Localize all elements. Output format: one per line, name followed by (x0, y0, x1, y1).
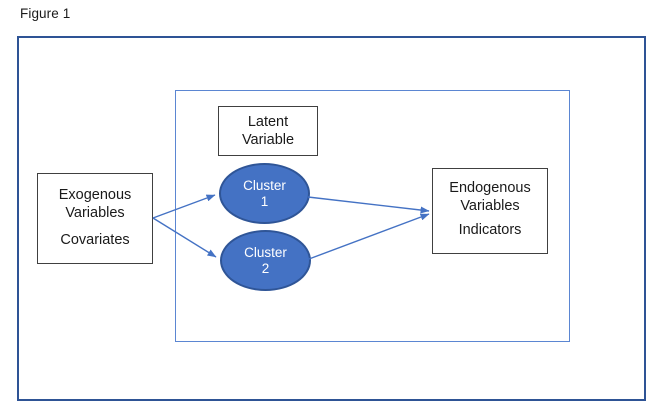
figure-label: Figure 1 (20, 6, 71, 21)
covariates-label: Covariates (60, 232, 130, 248)
outer-frame (17, 36, 646, 401)
cluster-2-name: Cluster (244, 244, 287, 260)
endogenous-variables-title: Endogenous Variables (449, 180, 531, 214)
latent-variable-box: Latent Variable (218, 106, 318, 156)
latent-variable-label: Latent Variable (241, 114, 295, 148)
indicators-label: Indicators (458, 222, 522, 238)
cluster-1-ellipse: Cluster 1 (219, 163, 310, 224)
exogenous-variables-title: Exogenous Variables (58, 187, 132, 221)
exogenous-variables-box: Exogenous Variables Covariates (37, 173, 153, 264)
cluster-2-number: 2 (261, 260, 270, 276)
cluster-1-number: 1 (260, 193, 269, 209)
endogenous-variables-box: Endogenous Variables Indicators (432, 168, 548, 254)
cluster-1-name: Cluster (243, 177, 286, 193)
cluster-2-ellipse: Cluster 2 (220, 230, 311, 291)
